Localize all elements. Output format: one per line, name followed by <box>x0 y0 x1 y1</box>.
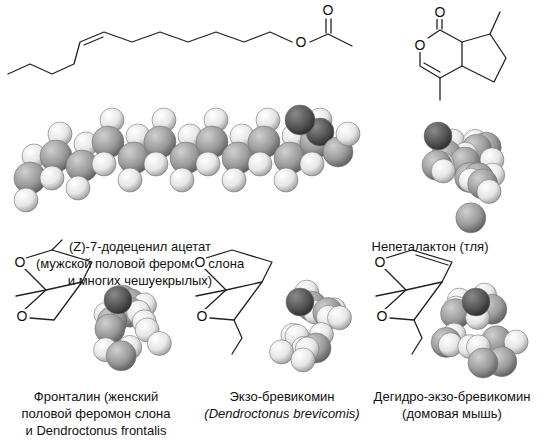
hydrogen-atom <box>248 152 272 176</box>
hydrogen-atom <box>14 188 38 212</box>
atom-label: O <box>374 255 387 269</box>
carbon-atom <box>106 341 136 371</box>
caption-text: Дегидро-экзо-бревикомин <box>374 389 531 405</box>
bicyclic-bond <box>390 282 442 320</box>
carbon-chain <box>8 32 292 74</box>
oxygen-atom <box>462 288 490 316</box>
methyl-bond <box>52 240 62 250</box>
hydrogen-atom <box>92 152 116 176</box>
atom-label: O <box>194 255 207 269</box>
caption-text: Непеталактон (тля) <box>372 239 489 255</box>
hydrogen-atom <box>270 340 294 364</box>
methyl-bond <box>490 12 500 34</box>
oxygen-atom <box>285 105 315 135</box>
ester-bond <box>310 34 352 46</box>
caption-text: и многих чешуекрылых) <box>68 273 212 289</box>
bicyclic-bond <box>22 266 46 312</box>
hydrogen-atom <box>147 332 171 356</box>
caption-text: (мужской половой феромон слона <box>36 256 244 272</box>
hydrogen-atom <box>328 306 352 330</box>
caption-text: половой феромон слона <box>21 406 170 422</box>
double-bond <box>416 255 448 265</box>
oxygen-atom <box>104 286 132 314</box>
caption-text: Экзо-бревикомин <box>229 389 334 405</box>
atom-label: O <box>434 5 447 19</box>
atom-label: O <box>295 35 308 49</box>
carbonyl-bond <box>441 19 442 29</box>
bicyclic-bond <box>202 266 226 312</box>
atom-label: O <box>322 3 335 17</box>
hydrogen-atom <box>196 152 220 176</box>
double-bond <box>84 37 103 45</box>
hydrogen-atom <box>222 168 246 192</box>
methyl-bond <box>376 290 406 296</box>
ethyl-bond <box>232 320 242 354</box>
oxygen-atom <box>286 288 314 316</box>
atom-label: O <box>414 38 427 52</box>
methyl-bond <box>16 290 46 296</box>
hydrogen-atom <box>144 152 168 176</box>
double-bond <box>424 63 440 72</box>
carbon-atom <box>468 348 498 378</box>
methyl-bond <box>196 290 226 296</box>
hydrogen-atom <box>431 159 455 183</box>
ethyl-bond <box>412 320 422 354</box>
bicyclic-bond <box>386 250 452 290</box>
oxygen-atom <box>424 122 452 150</box>
carbonyl-bond <box>330 19 331 33</box>
caption-text: (Z)-7-додеценил ацетат <box>69 239 211 255</box>
caption-text: и Dendroctonus frontalis <box>26 423 167 439</box>
hydrogen-atom <box>291 348 315 372</box>
hydrogen-atom <box>170 168 194 192</box>
hydrogen-atom <box>118 168 142 192</box>
methyl-bond <box>439 78 440 100</box>
caption-text: (домовая мышь) <box>402 406 502 422</box>
hydrogen-atom <box>477 180 501 204</box>
carbonyl-bond <box>436 19 437 29</box>
atom-label: O <box>14 255 27 269</box>
atom-label: O <box>376 309 389 323</box>
caption-text: (Dendroctonus brevicomis) <box>204 406 359 422</box>
hydrogen-atom <box>66 176 90 200</box>
hydrogen-atom <box>336 122 360 146</box>
hydrogen-atom <box>274 168 298 192</box>
atom-label: O <box>196 309 209 323</box>
hydrogen-atom <box>40 166 64 190</box>
ring-bond <box>462 34 506 82</box>
bicyclic-bond <box>382 266 406 312</box>
caption-text: Фронталин (женский <box>34 389 158 405</box>
bicyclic-bond <box>210 282 262 320</box>
carbonyl-bond <box>325 19 326 33</box>
carbon-atom <box>456 203 486 233</box>
hydrogen-atom <box>300 152 324 176</box>
atom-label: O <box>16 309 29 323</box>
